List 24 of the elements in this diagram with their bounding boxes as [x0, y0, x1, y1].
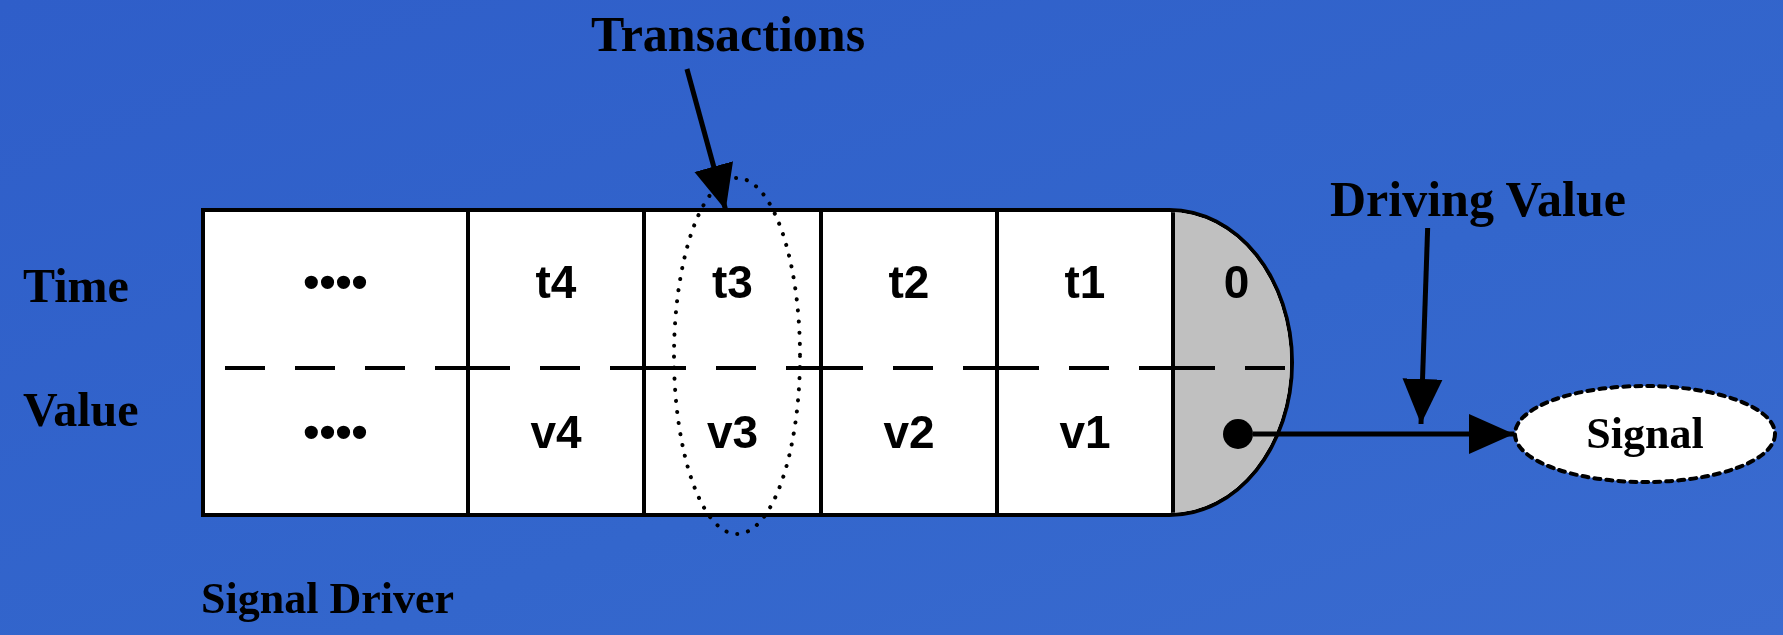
- time-entry: t1: [1063, 257, 1107, 307]
- value-entry: v3: [705, 407, 760, 457]
- value-entry: ••••: [302, 407, 369, 457]
- signal-ellipse: Signal: [1512, 383, 1778, 485]
- value-entry: v1: [1058, 407, 1112, 457]
- time-entry: ••••: [302, 257, 369, 307]
- dot-marker: [1223, 419, 1253, 449]
- arrow: [1253, 414, 1514, 454]
- time-entry: t2: [887, 257, 931, 307]
- value-entry: v4: [529, 407, 583, 457]
- row-label: Value: [23, 386, 139, 434]
- queue-cell: [646, 212, 823, 513]
- time-entry: t3: [711, 257, 754, 307]
- caption-text: Signal Driver: [201, 573, 454, 624]
- leader-arrow: [1402, 227, 1443, 425]
- callout-text: Transactions: [591, 9, 866, 59]
- time-entry: 0: [1222, 257, 1251, 307]
- queue-cell: [823, 212, 999, 513]
- value-entry: v2: [882, 407, 936, 457]
- row-label: Time: [23, 262, 129, 310]
- arrow: [684, 68, 733, 211]
- driver-queue-shape: [201, 208, 1294, 517]
- queue-cell: [470, 212, 646, 513]
- time-entry: t4: [534, 257, 578, 307]
